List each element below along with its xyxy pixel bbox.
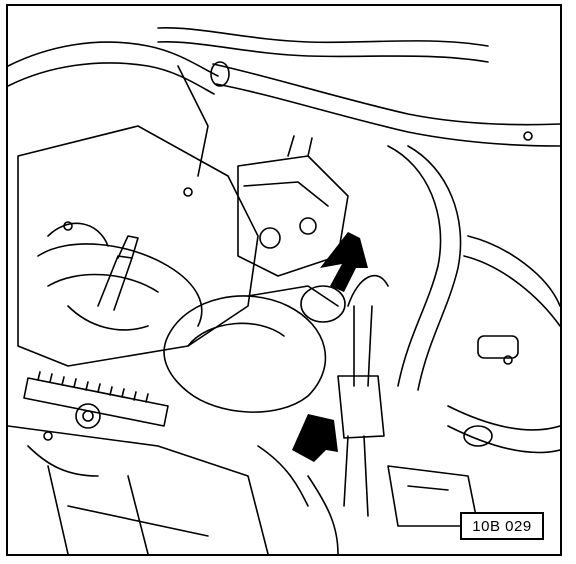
figure-frame: 10B 029	[6, 4, 562, 556]
intake-manifold	[17, 65, 259, 367]
arrow-upper-icon	[320, 232, 368, 292]
toothed-rack	[23, 371, 169, 429]
upper-hose	[157, 27, 560, 147]
engine-bay-illustration	[8, 27, 560, 554]
spark-plug-leads	[47, 222, 149, 331]
figure-reference-code: 10B 029	[460, 512, 544, 540]
throttle-body	[163, 285, 346, 413]
bolts	[43, 131, 533, 441]
top-left-pipe	[8, 41, 219, 95]
arrow-lower-icon	[292, 414, 338, 462]
callout-arrows	[292, 232, 368, 462]
right-hoses	[387, 145, 560, 454]
sensor-connector	[307, 274, 389, 554]
engine-block	[8, 425, 269, 554]
